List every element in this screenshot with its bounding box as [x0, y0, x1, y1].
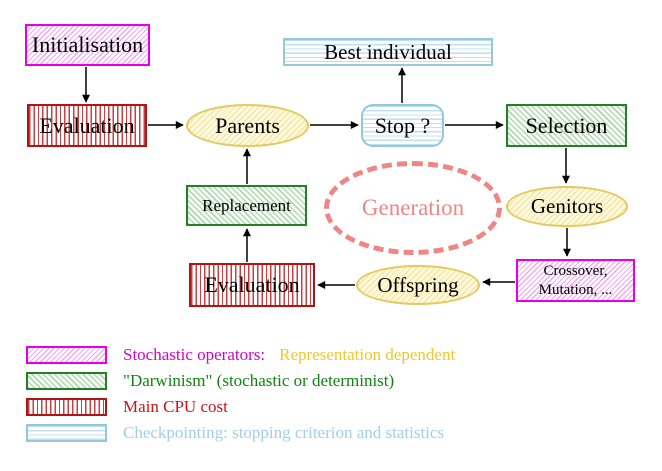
node-parents: Parents [186, 104, 309, 147]
legend-text-main-cpu-cost: Main CPU cost [123, 397, 228, 416]
legend-item-main-cpu-cost: Main CPU cost [26, 397, 228, 417]
node-best-individual: Best individual [283, 38, 493, 66]
legend-item-stochastic-operators: Stochastic operators: Representation dep… [26, 345, 455, 365]
node-selection: Selection [506, 104, 627, 147]
legend-swatch-green-hatch [26, 372, 107, 390]
node-offspring: Offspring [356, 265, 480, 305]
legend-text-darwinism: "Darwinism" (stochastic or determinist) [123, 371, 395, 390]
node-crossover-line1: Crossover, [543, 262, 608, 279]
legend-text-checkpointing: Checkpointing: stopping criterion and st… [123, 423, 445, 442]
node-stop: Stop ? [361, 104, 444, 147]
legend-item-darwinism: "Darwinism" (stochastic or determinist) [26, 371, 394, 391]
node-evaluation-top: Evaluation [27, 104, 147, 147]
node-stop-label: Stop ? [374, 112, 431, 138]
node-genitors: Genitors [506, 186, 628, 227]
legend-swatch-magenta-hatch [26, 346, 107, 364]
legend-swatch-cyan-stripes [26, 424, 107, 442]
node-evaluation-top-label: Evaluation [39, 112, 135, 138]
node-crossover-line2: Mutation, ... [538, 281, 613, 298]
node-replacement: Replacement [186, 185, 307, 226]
generation-label: Generation [361, 194, 465, 220]
node-parents-label: Parents [215, 112, 280, 138]
node-genitors-label: Genitors [530, 194, 604, 219]
legend-text-stochastic-operators: Stochastic operators: [123, 345, 266, 364]
legend-item-checkpointing: Checkpointing: stopping criterion and st… [26, 423, 444, 443]
node-best-individual-label: Best individual [324, 39, 452, 64]
legend-swatch-red-stripes [26, 398, 107, 416]
node-evaluation-bottom: Evaluation [189, 263, 315, 307]
node-offspring-label: Offspring [377, 272, 459, 297]
node-selection-label: Selection [525, 112, 608, 138]
node-initialisation-label: Initialisation [31, 32, 144, 58]
legend-text-representation-dependent: Representation dependent [279, 345, 456, 364]
node-evaluation-bottom-label: Evaluation [204, 272, 300, 298]
node-replacement-label: Replacement [202, 195, 291, 215]
generation-cycle-ellipse: Generation [324, 161, 502, 255]
node-crossover-mutation: Crossover, Mutation, ... [516, 259, 635, 302]
node-initialisation: Initialisation [25, 24, 150, 66]
